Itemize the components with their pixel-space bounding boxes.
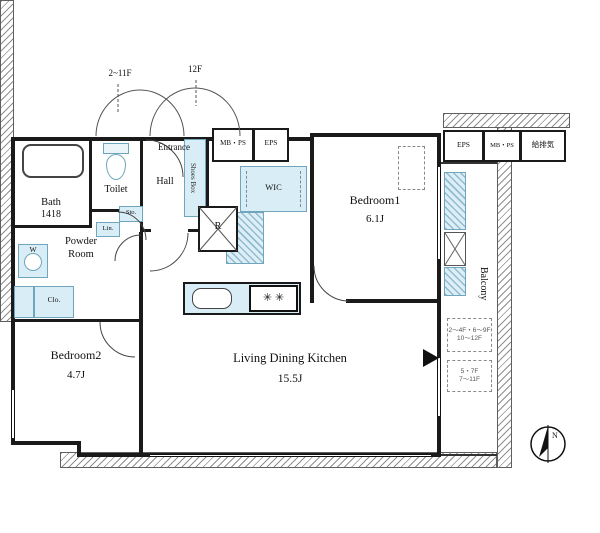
wic-hanger-dash (246, 171, 247, 207)
room-label-bedroom2: Bedroom2 (50, 348, 102, 362)
shaft-label-mbps-right: MB・PS (490, 142, 514, 149)
room-label-toilet: Toilet (104, 184, 128, 195)
balcony-edge-top (441, 162, 497, 164)
room-label-bedroom1: Bedroom1 (349, 193, 401, 207)
upper-floor-label-2-11: 2~11F (108, 68, 132, 78)
shaft-eps-top (253, 128, 289, 162)
exterior-wall-left (0, 0, 14, 322)
wall-segment (14, 319, 143, 322)
wic-hanger-dash (300, 171, 301, 207)
wall-segment (89, 137, 92, 228)
room-label-hall: Hall (156, 176, 174, 187)
shaft-label-eps-right: EPS (457, 140, 470, 149)
fixture-label-washer: W (29, 245, 37, 254)
toilet-tank (103, 143, 129, 154)
kitchen-sink (192, 288, 232, 309)
wall-segment (139, 232, 143, 453)
fixture-label-fridge: R (214, 221, 222, 232)
wall-segment (140, 137, 143, 232)
window-ldk-south (150, 454, 431, 457)
balcony-floor-note-1: 2〜4F・6〜9F 10〜12F (447, 318, 492, 352)
ac-unit-space (444, 172, 466, 230)
shaft-label-eps-top: EPS (264, 138, 278, 147)
wall-segment (346, 299, 441, 303)
room-size-bedroom1: 6.1J (365, 213, 385, 225)
shaft-label-mbps-top: MB・PS (220, 139, 246, 147)
balcony-sliding-door (437, 358, 441, 416)
fixture-label-clo: Clo. (47, 295, 61, 304)
wall-segment (141, 229, 151, 232)
shaft-vent (520, 130, 566, 162)
compass: N (530, 425, 566, 463)
shaft-mbps-right (483, 130, 521, 162)
wall-segment (310, 133, 441, 137)
room-label-powder-1: Powder (64, 236, 98, 247)
exterior-wall-top-right (443, 113, 570, 128)
toilet-bowl (106, 154, 126, 180)
wic-box (240, 166, 307, 212)
exterior-wall-right (497, 113, 512, 468)
note-line: 2〜4F・6〜9F (448, 326, 491, 334)
wall-segment (437, 259, 441, 360)
wall-segment (11, 441, 81, 445)
wall-segment (14, 137, 212, 141)
ac-unit-space (444, 267, 466, 296)
fixture-label-sto: Sto. (125, 209, 137, 216)
wall-segment (310, 133, 314, 303)
wall-segment (437, 133, 441, 173)
room-size-bedroom2: 4.7J (66, 369, 86, 381)
window-bedroom1 (437, 167, 441, 259)
upper-floor-label-12: 12F (187, 64, 202, 74)
shoes-box (184, 139, 206, 217)
wall-segment (437, 414, 441, 457)
wall-segment (11, 137, 15, 445)
room-label-powder-2: Room (68, 249, 94, 260)
compass-n-label: N (552, 431, 558, 440)
room-size-bath: 1418 (41, 209, 61, 220)
note-line: 7〜11F (459, 376, 480, 383)
washer-drum (24, 253, 42, 271)
note-line: 5・7F (460, 367, 479, 375)
room-label-bath: Bath (41, 197, 61, 208)
wall-segment (77, 441, 81, 457)
balcony-floor-note-2: 5・7F 7〜11F (447, 360, 492, 392)
stove-burner-icon: ✳ ✳ (262, 292, 285, 305)
balcony-partition (444, 232, 466, 266)
fixture-label-lin: Lin. (102, 225, 114, 232)
room-label-wic: WIC (265, 182, 282, 192)
balcony-edge-bottom (441, 454, 497, 456)
wall-segment (206, 137, 209, 232)
vanity-box (14, 286, 34, 318)
room-label-ldk: Living Dining Kitchen (233, 351, 347, 365)
room-label-shoes-box: Shoes Box (188, 162, 197, 194)
wall-segment (14, 225, 92, 228)
note-line: 10〜12F (457, 335, 482, 342)
bathtub (22, 144, 84, 178)
window-bedroom2 (11, 390, 15, 438)
room-size-ldk: 15.5J (277, 373, 303, 385)
shaft-label-vent: 給排気 (531, 140, 555, 149)
bedroom1-closet-dash (398, 146, 425, 190)
closet-box (34, 286, 74, 318)
wall-segment (289, 137, 314, 141)
room-label-entrance: Entrance (158, 142, 190, 152)
wall-segment (89, 209, 143, 212)
stove: ✳ ✳ (249, 285, 298, 312)
room-label-balcony: Balcony (478, 267, 490, 301)
